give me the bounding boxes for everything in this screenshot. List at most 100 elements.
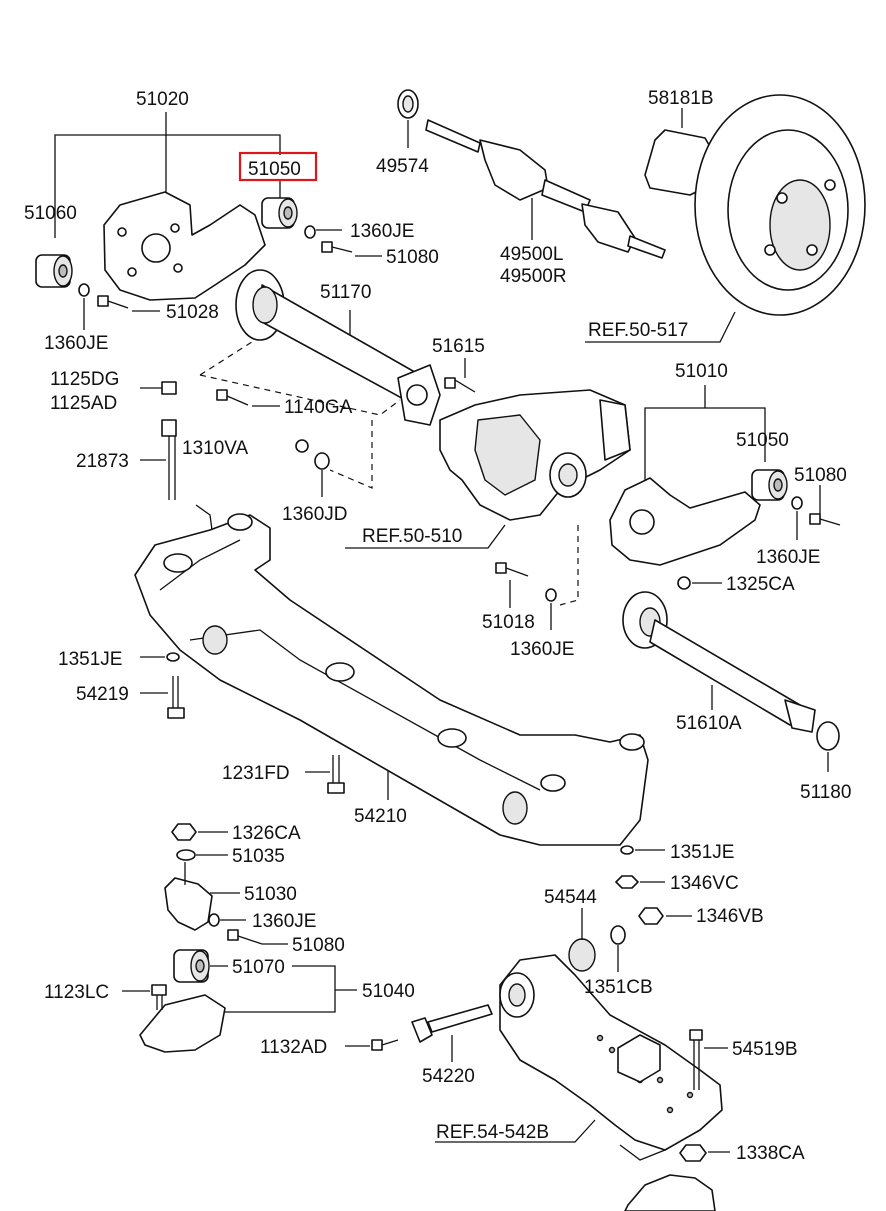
washer-1351cb	[610, 925, 626, 945]
label-1346vc: 1346VC	[670, 873, 739, 894]
nut-1338ca	[679, 1144, 707, 1162]
stud-21873	[140, 381, 177, 500]
bolt-1123lc	[122, 984, 167, 1010]
bushing-51050-top	[261, 197, 298, 229]
label-1360je-e: 1360JE	[252, 911, 316, 932]
label-1326ca: 1326CA	[232, 823, 301, 844]
bolt-51080-b	[809, 485, 841, 526]
nut-1346vb	[638, 907, 664, 925]
label-51035: 51035	[232, 846, 285, 867]
lower-arm-group	[345, 845, 730, 1211]
washer-1360je-c	[791, 496, 803, 510]
bolt-51615	[444, 358, 476, 393]
bolt-51028	[97, 295, 129, 309]
label-1346vb: 1346VB	[696, 906, 764, 927]
label-1125ad: 1125AD	[50, 393, 117, 414]
label-51040: 51040	[362, 981, 415, 1002]
part-labels: 51020 51050 51060 1360JE 51080 1360JE 51…	[24, 88, 851, 1164]
label-54210: 54210	[354, 806, 407, 827]
bushing-51050-mid	[751, 469, 788, 501]
nut-1326ca	[171, 823, 197, 841]
clip-1351je-a	[166, 652, 180, 662]
label-51018: 51018	[482, 612, 535, 633]
bolt-54220	[411, 1004, 493, 1062]
label-1360je-d: 1360JE	[510, 639, 574, 660]
label-51080-a: 51080	[386, 247, 439, 268]
label-1360je-c: 1360JE	[756, 547, 820, 568]
mount-group-51040	[122, 823, 357, 1053]
nut-1325ca	[677, 576, 691, 590]
label-49500l: 49500L	[500, 244, 563, 265]
label-51070: 51070	[232, 957, 285, 978]
brake-disc-group	[585, 94, 866, 343]
label-ref-50-510: REF.50-510	[362, 526, 462, 547]
washer-1360jd	[314, 452, 330, 470]
mount-bracket-51028-plate	[103, 191, 266, 301]
label-49500r: 49500R	[500, 266, 567, 287]
bolt-1140ga	[216, 389, 280, 407]
bolt-1132ad	[345, 1039, 399, 1051]
label-1325ca: 1325CA	[726, 574, 795, 595]
label-51180: 51180	[800, 782, 851, 803]
bushing-51070	[173, 949, 210, 983]
label-ref-50-517: REF.50-517	[588, 320, 688, 341]
label-54519b: 54519B	[732, 1039, 798, 1060]
label-51615: 51615	[432, 336, 485, 357]
label-51010: 51010	[675, 361, 728, 382]
bolt-1231fd	[305, 755, 345, 794]
label-51610a: 51610A	[676, 713, 742, 734]
bushing-54544	[568, 908, 596, 972]
mount-51030	[164, 862, 240, 931]
label-51050-mid: 51050	[736, 430, 789, 451]
bolt-54219	[140, 676, 185, 719]
label-51080-c: 51080	[292, 935, 345, 956]
label-1351je-b: 1351JE	[670, 842, 734, 863]
label-51028: 51028	[166, 302, 219, 323]
label-1338ca: 1338CA	[736, 1143, 805, 1164]
label-1140ga: 1140GA	[284, 397, 353, 418]
bolt-51080-a	[321, 241, 353, 253]
label-54219: 54219	[76, 684, 129, 705]
washer-1360je-e	[208, 913, 220, 927]
label-54220: 54220	[422, 1066, 475, 1087]
label-1132ad: 1132AD	[260, 1037, 327, 1058]
label-1125dg: 1125DG	[50, 369, 119, 390]
label-58181b: 58181B	[648, 88, 714, 109]
label-54544: 54544	[544, 887, 597, 908]
label-1123lc: 1123LC	[44, 982, 109, 1003]
label-49574: 49574	[376, 156, 429, 177]
clip-1351je-b	[620, 845, 634, 855]
label-51050-top: 51050	[248, 159, 301, 180]
label-1351je-a: 1351JE	[58, 649, 122, 670]
washer-51035	[176, 849, 196, 861]
label-1360je-b: 1360JE	[44, 333, 108, 354]
label-1360jd: 1360JD	[282, 504, 348, 525]
o-ring-51180	[816, 721, 840, 751]
label-51020: 51020	[136, 89, 189, 110]
mount-bracket-group-51010	[559, 385, 841, 606]
label-21873: 21873	[76, 451, 129, 472]
bushing-51060	[35, 254, 73, 288]
mount-bracket-group-51020	[35, 112, 382, 330]
label-1351cb: 1351CB	[584, 977, 653, 998]
washer-1360je-a	[304, 225, 316, 239]
bolt-51080-c	[227, 929, 288, 945]
drive-shaft-49500	[397, 89, 666, 259]
part-51050-highlight-box	[238, 151, 318, 182]
bolt-54519b	[689, 1029, 728, 1090]
washer-1360je-b	[78, 283, 90, 297]
label-51060: 51060	[24, 203, 77, 224]
nut-1346vc	[615, 875, 639, 889]
washer-1360je-d	[545, 588, 557, 602]
ball-joint	[624, 1174, 716, 1211]
label-51080-b: 51080	[794, 465, 847, 486]
label-51170: 51170	[320, 282, 371, 303]
axle-tube-51170	[199, 269, 441, 489]
ring-58181b	[644, 129, 713, 196]
subframe-54210	[134, 504, 649, 846]
nut-1310va	[295, 439, 309, 453]
bolt-51018	[495, 562, 529, 608]
label-1360je-a: 1360JE	[350, 221, 414, 242]
label-ref-54-542b: REF.54-542B	[436, 1122, 549, 1143]
